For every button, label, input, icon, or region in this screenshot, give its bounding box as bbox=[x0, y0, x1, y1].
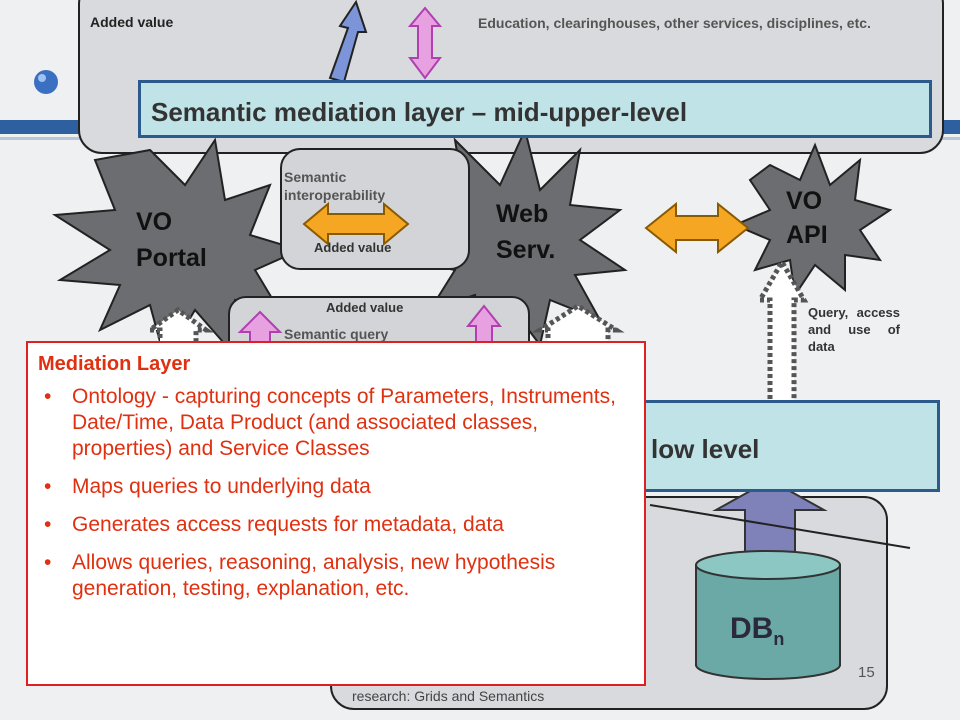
callout-list: Ontology - capturing concepts of Paramet… bbox=[38, 384, 630, 602]
db-label-subscript: n bbox=[773, 629, 785, 649]
query-access-note: Query, access and use of data bbox=[808, 305, 900, 354]
low-level-bar-label: low level bbox=[651, 434, 760, 464]
pink-double-arrow-top bbox=[407, 6, 443, 80]
interop-title: Semantic interoperability bbox=[284, 169, 386, 203]
page-number: 15 bbox=[858, 664, 875, 681]
interoperability-box bbox=[280, 148, 470, 270]
low-level-bar: low level bbox=[600, 400, 940, 492]
callout-item-reasoning: Allows queries, reasoning, analysis, new… bbox=[44, 550, 630, 602]
vo-api-label: VO API bbox=[786, 187, 828, 249]
connector-line bbox=[649, 504, 911, 549]
dotted-up-arrow-right bbox=[755, 257, 809, 423]
orange-double-arrow-right bbox=[644, 201, 750, 255]
top-services-text: Education, clearinghouses, other service… bbox=[478, 15, 871, 31]
callout-item-access-requests: Generates access requests for metadata, … bbox=[44, 512, 630, 538]
callout-item-ontology: Ontology - capturing concepts of Paramet… bbox=[44, 384, 630, 462]
vo-portal-label: VO Portal bbox=[136, 208, 207, 272]
vo-portal-starburst bbox=[51, 137, 303, 363]
mediation-layer-callout: Mediation Layer Ontology - capturing con… bbox=[26, 341, 646, 686]
semantic-mediation-bar: Semantic mediation layer – mid-upper-lev… bbox=[138, 80, 932, 138]
query-title: Semantic query bbox=[284, 326, 389, 342]
query-added-value: Added value bbox=[326, 300, 404, 315]
dotted-up-arrow-left bbox=[142, 306, 214, 348]
orange-double-arrow-interop bbox=[302, 201, 410, 247]
semantic-mediation-bar-label: Semantic mediation layer – mid-upper-lev… bbox=[151, 97, 688, 127]
pink-double-arrow-query-right bbox=[465, 304, 503, 346]
callout-title: Mediation Layer bbox=[38, 353, 191, 375]
db-label: DBn bbox=[730, 612, 784, 650]
db-cylinder bbox=[695, 550, 841, 680]
db-label-text: DB bbox=[730, 612, 774, 645]
top-added-value-label: Added value bbox=[90, 14, 174, 30]
footer-text: research: Grids and Semantics bbox=[352, 688, 545, 704]
globe-icon bbox=[34, 70, 58, 94]
web-serv-label: Web Serv. bbox=[496, 200, 556, 264]
blue-up-arrow-top bbox=[328, 0, 368, 84]
interop-added-value: Added value bbox=[314, 240, 392, 255]
callout-item-maps-queries: Maps queries to underlying data bbox=[44, 474, 630, 500]
